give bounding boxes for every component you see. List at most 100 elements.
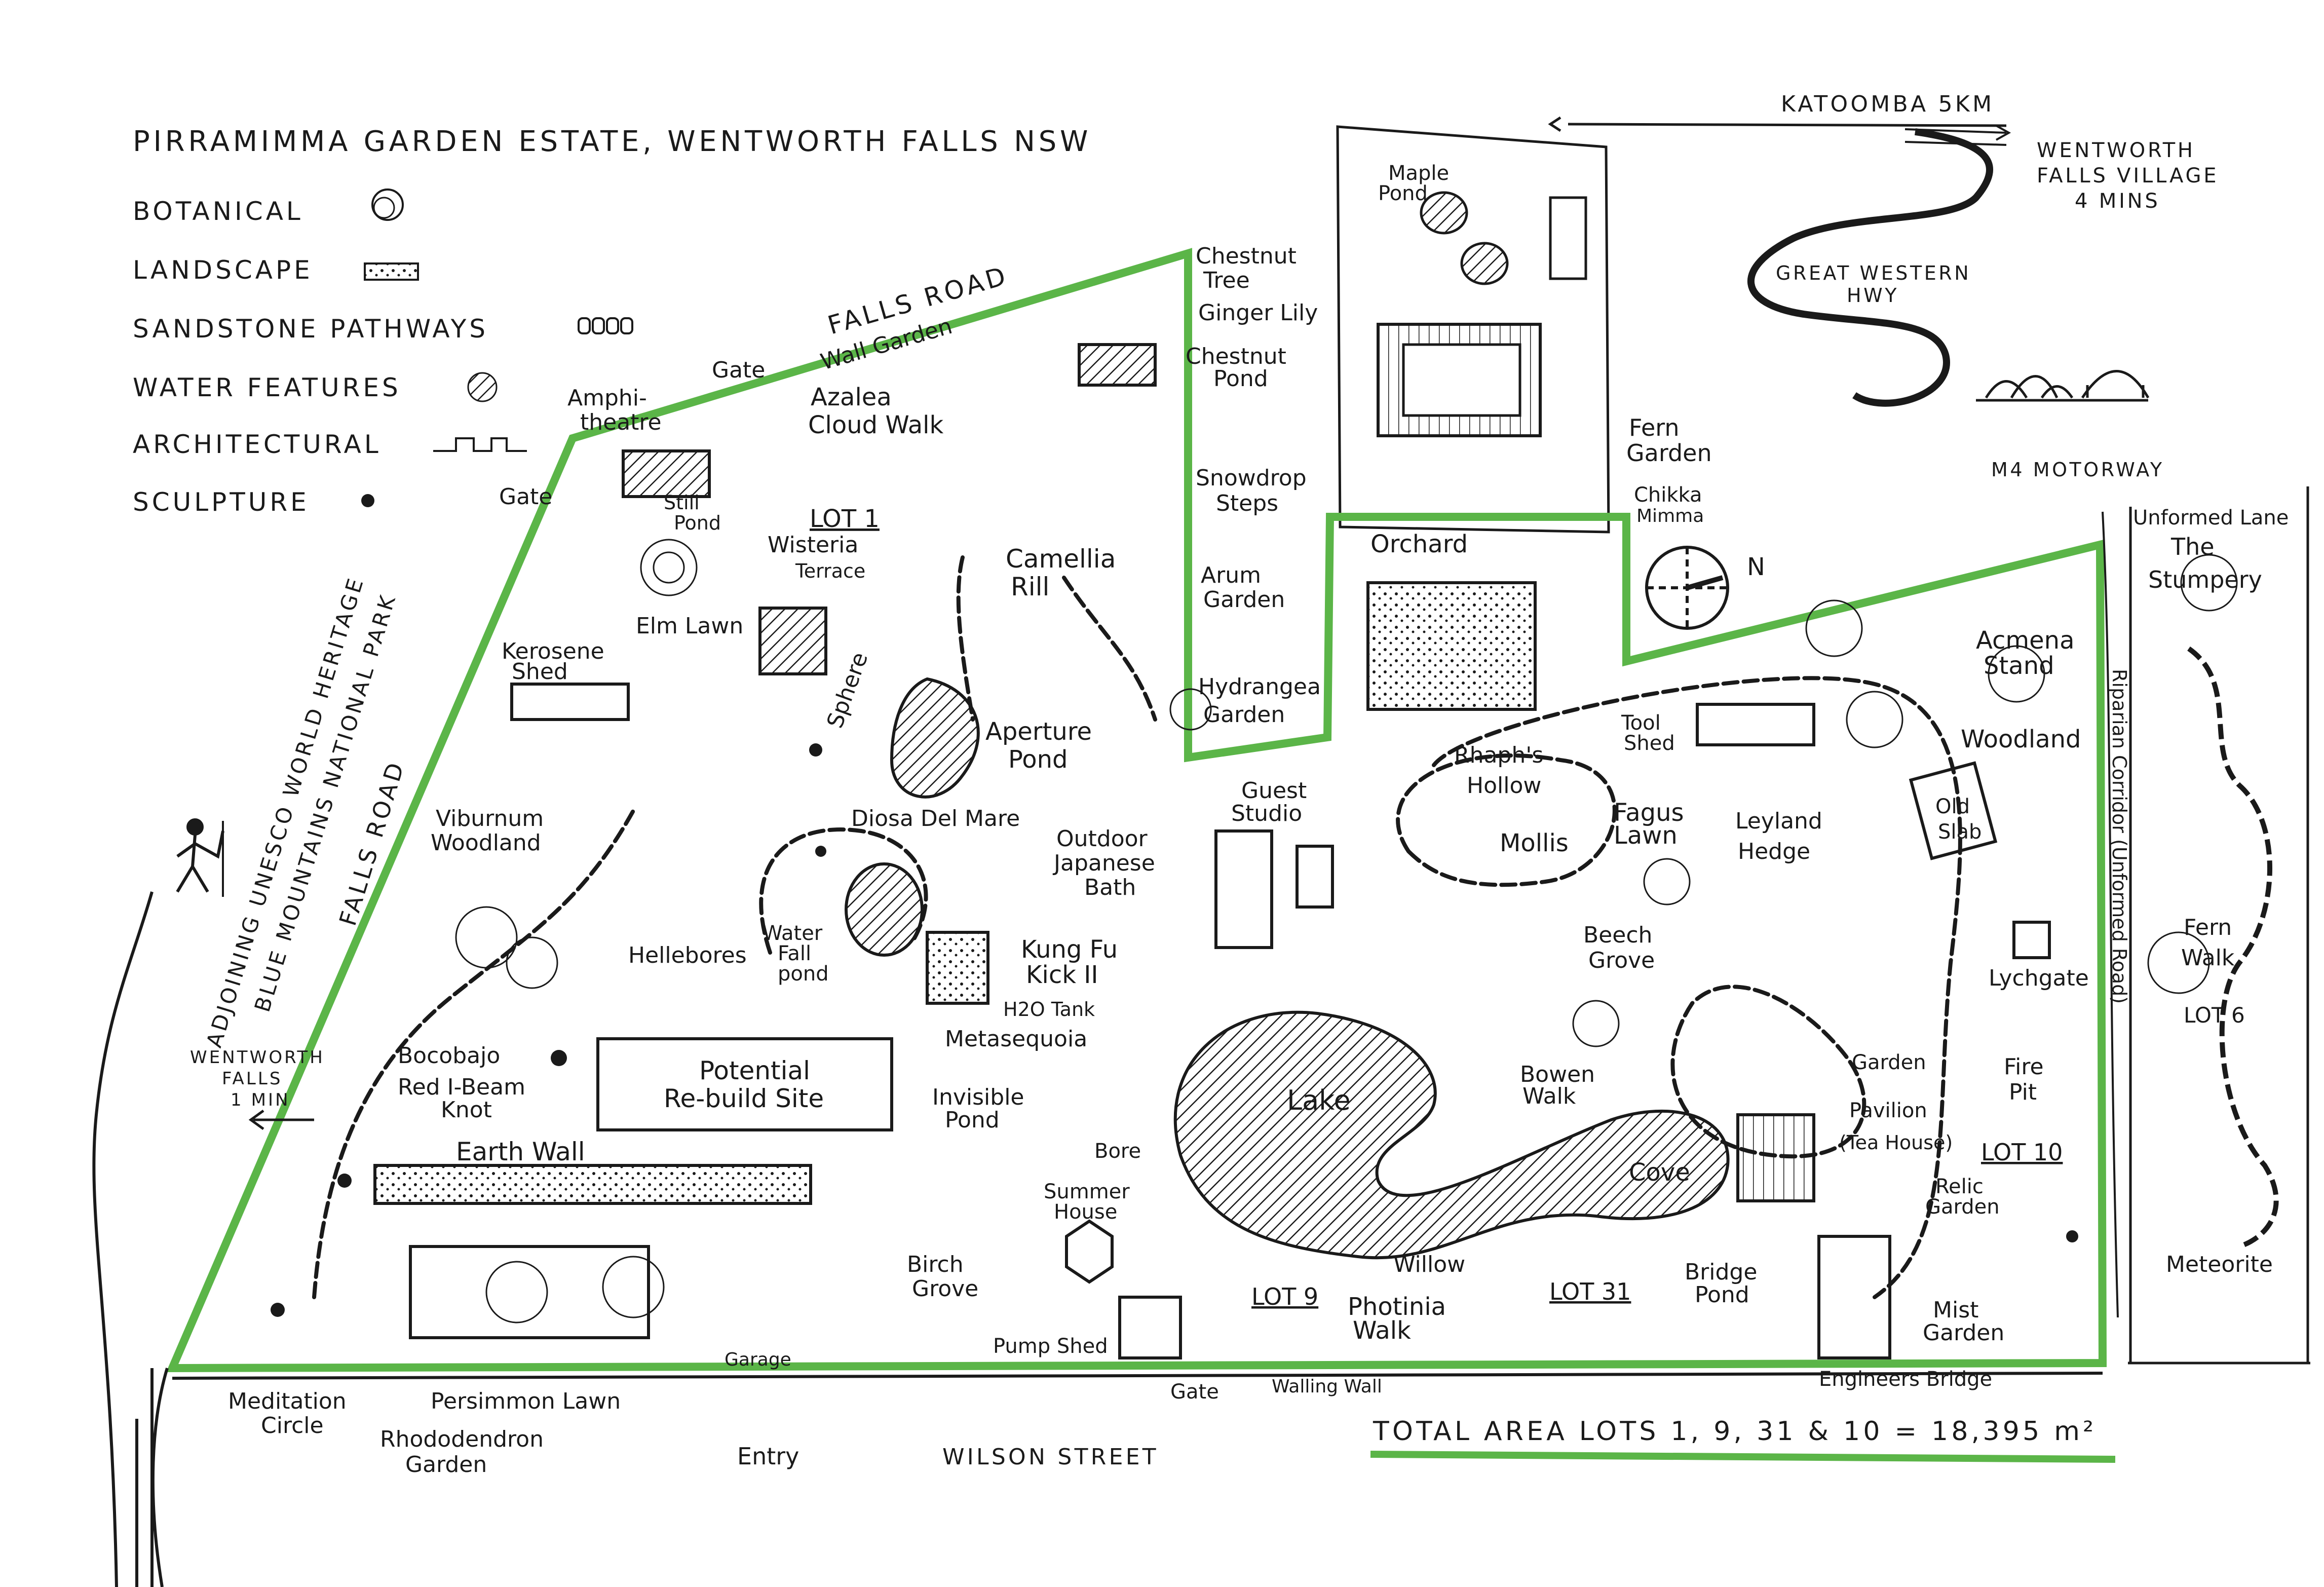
beech-label-1: Beech <box>1583 922 1652 948</box>
summer-label-1: Summer <box>1044 1180 1130 1203</box>
pavilion-label-3: (Tea House) <box>1839 1131 1953 1154</box>
potential-label-2: Re-build Site <box>664 1084 824 1113</box>
hydrangea-label-1: Hydrangea <box>1198 674 1321 700</box>
fern-garden-label-1: Fern <box>1629 414 1680 441</box>
chestnut-tree-label-2: Tree <box>1203 268 1250 293</box>
ginger-lily-label: Ginger Lily <box>1198 300 1318 326</box>
road-to-katoomba <box>1568 123 2007 127</box>
pavilion-label-1: Garden <box>1852 1051 1926 1074</box>
fagus-label-1: Fagus <box>1614 799 1684 827</box>
summer-house <box>1065 1219 1114 1284</box>
labels: FALLS ROAD Wall Garden ADJOINING UNESCO … <box>190 162 2289 1478</box>
gate-bottom-label: Gate <box>1170 1380 1219 1404</box>
snowdrop-label-2: Steps <box>1216 490 1278 516</box>
walling-wall-label: Walling Wall <box>1272 1376 1382 1397</box>
raphs-label-2: Hollow <box>1467 773 1541 799</box>
waterfall-pond <box>845 862 924 957</box>
metasequoia-label: Metasequoia <box>945 1026 1087 1052</box>
orchard-block <box>1366 581 1537 711</box>
relic-label-2: Garden <box>1925 1195 2000 1219</box>
persimmon-label: Persimmon Lawn <box>431 1388 621 1414</box>
riparian-stream <box>2102 511 2119 1318</box>
bridge-pond-label-2: Pond <box>1695 1282 1749 1308</box>
sculpture-icon <box>361 494 374 507</box>
potential-label-1: Potential <box>699 1056 810 1085</box>
chikka-label-2: Mimma <box>1636 506 1704 526</box>
lake <box>1173 1010 1730 1260</box>
wisteria-label-2: Terrace <box>795 560 865 582</box>
legend: PIRRAMIMMA GARDEN ESTATE, WENTWORTH FALL… <box>133 125 1088 517</box>
hydrangea-label-2: Garden <box>1203 702 1285 728</box>
guest-label-1: Guest <box>1241 778 1307 804</box>
willow-label: Willow <box>1393 1252 1465 1277</box>
elm-lawn-label: Elm Lawn <box>636 613 743 639</box>
garage-label: Garage <box>725 1349 791 1370</box>
fern-garden-label-2: Garden <box>1626 439 1712 467</box>
diosa-label: Diosa Del Mare <box>851 806 1020 832</box>
waterfall-label-1: Water <box>763 922 823 945</box>
tool-shed <box>1696 703 1815 746</box>
legend-water-label: WATER FEATURES <box>133 373 401 402</box>
viburnum-label-1: Viburnum <box>436 806 544 832</box>
redibeam-label-2: Knot <box>441 1097 492 1123</box>
waterfall-label-2: Fall <box>778 942 811 965</box>
fernwalk-label-2: Walk <box>2181 945 2235 971</box>
kungfu-tank <box>926 931 989 1005</box>
outdoor-label-1: Outdoor <box>1056 826 1148 852</box>
wentworth-falls-label-2: FALLS <box>222 1069 283 1089</box>
red-ibeam-sculpture <box>337 1174 352 1188</box>
still-pond-label-2: Pond <box>674 512 721 534</box>
wentworth-falls-label-1: WENTWORTH <box>190 1047 325 1068</box>
camellia-label-1: Camellia <box>1006 544 1116 574</box>
m4-label: M4 MOTORWAY <box>1991 459 2164 481</box>
water-feature-icon <box>467 372 498 402</box>
acmena-label-2: Stand <box>1984 652 2054 680</box>
redibeam-label-1: Red I-Beam <box>398 1074 525 1100</box>
great-western-hwy <box>1747 128 1993 407</box>
wilson-street-label: WILSON STREET <box>942 1444 1159 1470</box>
wentworth-falls-arrow <box>248 1109 314 1130</box>
still-pond-label-1: Still <box>664 492 700 514</box>
tree-clumps <box>455 539 2238 1324</box>
still-pond <box>622 449 711 498</box>
guest-label-2: Studio <box>1231 801 1302 826</box>
relic-label-1: Relic <box>1935 1175 1984 1198</box>
waterfall-label-3: pond <box>778 962 829 986</box>
invisible-label-1: Invisible <box>932 1084 1024 1110</box>
kerosene-label-2: Shed <box>512 659 568 685</box>
japanese-bath <box>1296 845 1334 909</box>
botanical-icon <box>371 188 404 221</box>
woodland-label: Woodland <box>1961 725 2081 753</box>
persimmon-lawn-bed <box>409 1245 650 1339</box>
riparian-label: Riparian Corridor (Unformed Road) <box>2108 669 2130 1004</box>
raphs-label-1: Rhaph's <box>1454 742 1543 768</box>
summer-label-2: House <box>1054 1200 1117 1224</box>
wentworth-falls-label-3: 1 MIN <box>231 1090 290 1110</box>
fagus-label-2: Lawn <box>1614 821 1678 850</box>
bocobajo-sculpture <box>551 1050 567 1066</box>
invisible-label-2: Pond <box>945 1107 1000 1133</box>
chestnut-pond <box>1078 343 1157 387</box>
wisteria-label-1: Wisteria <box>768 532 858 558</box>
regional-context: KATOOMBA 5KM WENTWORTH FALLS VILLAGE 4 M… <box>1548 91 2217 481</box>
leyland-label-1: Leyland <box>1735 808 1822 834</box>
viburnum-label-2: Woodland <box>431 830 541 856</box>
sculptures <box>271 743 2078 1317</box>
wentworth-village-1: WENTWORTH <box>2037 139 2195 162</box>
kungfu-label-1: Kung Fu <box>1021 935 1118 964</box>
kerosene-label-1: Kerosene <box>502 638 604 664</box>
meditation-label-1: Meditation <box>228 1388 347 1414</box>
relic-sculpture <box>2066 1230 2078 1242</box>
legend-architectural-label: ARCHITECTURAL <box>133 430 382 459</box>
photinia-label-1: Photinia <box>1348 1293 1446 1321</box>
firepit-label-2: Pit <box>2009 1079 2037 1105</box>
compass-icon <box>1645 546 1729 630</box>
earth-wall <box>373 1164 812 1205</box>
arrow-katoomba <box>1548 116 1561 132</box>
bore-label: Bore <box>1094 1140 1141 1163</box>
aperture-label-1: Aperture <box>985 717 1092 746</box>
lot-9-label: LOT 9 <box>1251 1283 1318 1310</box>
tool-label-2: Shed <box>1624 732 1675 755</box>
escarpment <box>92 891 169 1587</box>
cove-label: Cove <box>1629 1158 1690 1187</box>
